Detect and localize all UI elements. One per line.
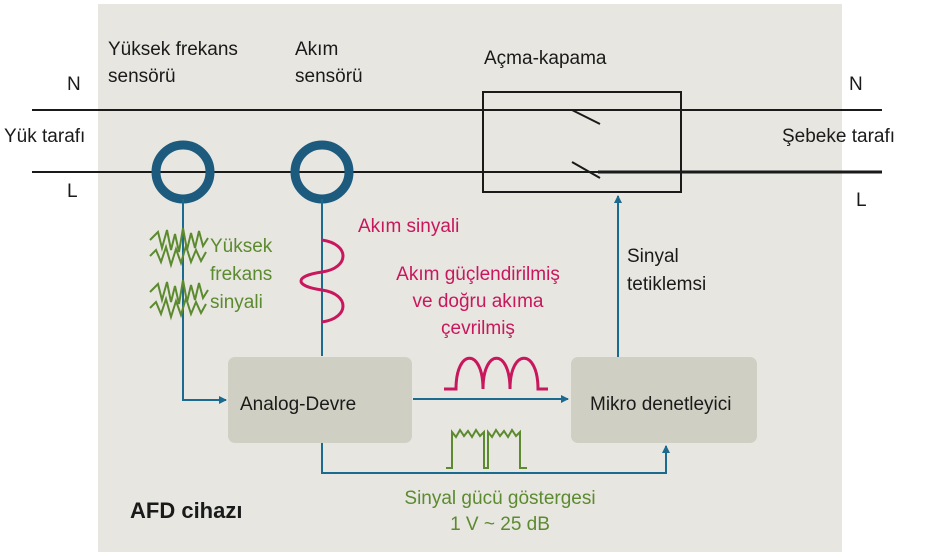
switch-box	[482, 91, 682, 193]
trigger-label-2: tetiklemsi	[627, 274, 706, 295]
current-signal-label: Akım sinyali	[358, 216, 459, 237]
strength-path-arrow	[321, 443, 670, 474]
amplified-label-3: çevrilmiş	[441, 318, 515, 339]
hf-sensor-label-2: sensörü	[108, 66, 176, 87]
hf-noise-bottom	[149, 279, 209, 321]
current-sensor-label-1: Akım	[295, 39, 338, 60]
microcontroller-box	[571, 357, 757, 443]
device-title-word: cihazı	[181, 498, 242, 523]
grid-side-label: Şebeke tarafı	[782, 126, 895, 147]
analog-circuit-label: Analog-Devre	[240, 394, 356, 415]
switch-contact-n	[571, 109, 601, 125]
hf-signal-label-3: sinyali	[210, 292, 263, 313]
signal-strength-label-2: 1 V ~ 25 dB	[450, 514, 550, 535]
device-title-prefix: AFD	[130, 498, 181, 523]
hf-path-arrow	[182, 199, 227, 404]
amplified-label-1: Akım güçlendirilmiş	[396, 264, 560, 285]
signal-strength-label-1: Sinyal gücü göstergesi	[404, 488, 595, 509]
l-left-label: L	[67, 181, 78, 202]
load-side-label: Yük tarafı	[4, 126, 85, 147]
hf-noise-top	[149, 227, 209, 269]
current-signal-coil	[299, 238, 345, 324]
current-sensor-label-2: sensörü	[295, 66, 363, 87]
switch-contact-l	[571, 161, 601, 179]
analog-circuit-box	[228, 357, 412, 443]
hf-signal-label-1: Yüksek	[210, 236, 273, 257]
amplified-label-2: ve doğru akıma	[413, 291, 544, 312]
trigger-label-1: Sinyal	[627, 246, 679, 267]
n-right-label: N	[849, 74, 863, 95]
device-title: AFD cihazı	[130, 498, 242, 523]
signal-strength-wave	[446, 428, 527, 469]
microcontroller-label: Mikro denetleyici	[590, 394, 732, 415]
l-right-label: L	[856, 190, 867, 211]
hf-sensor-label-1: Yüksek frekans	[108, 39, 238, 60]
n-left-label: N	[67, 74, 81, 95]
rectified-wave	[444, 357, 548, 391]
device-background	[98, 4, 842, 552]
hf-signal-label-2: frekans	[210, 264, 272, 285]
switch-label: Açma-kapama	[484, 48, 607, 69]
